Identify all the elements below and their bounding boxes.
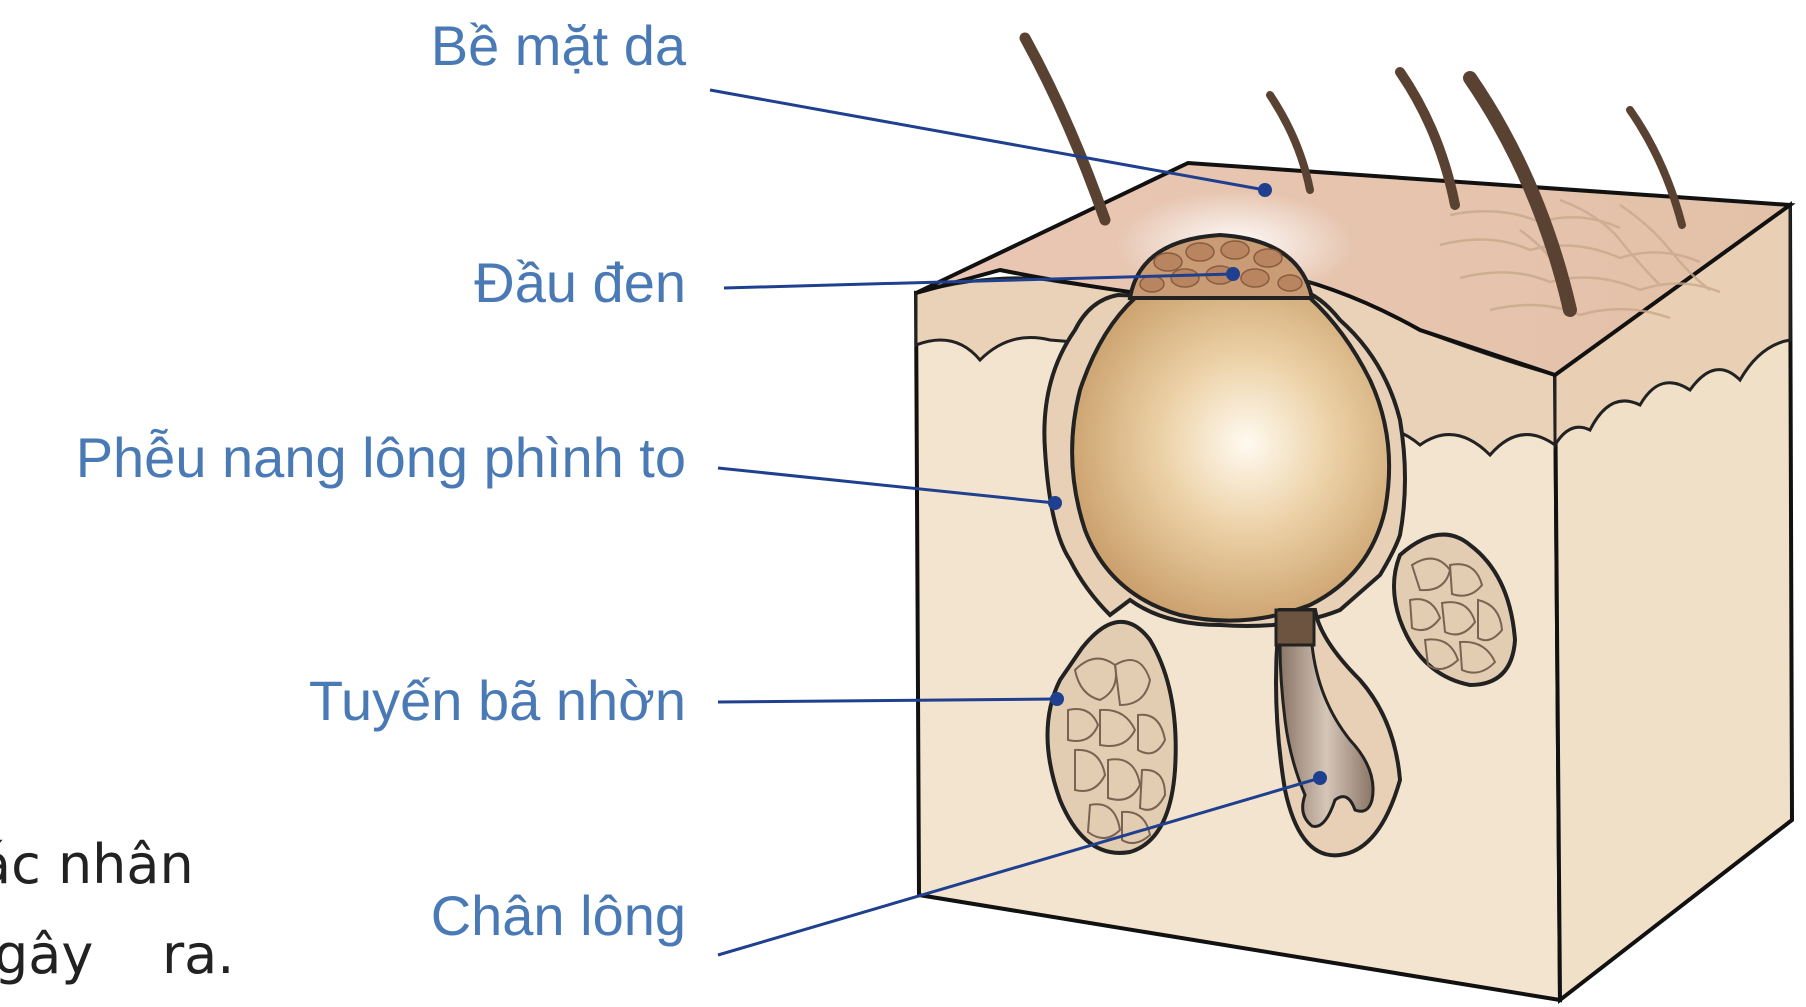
label-blackhead: Đầu đen [474,255,686,311]
body-text-line-2: gây ra. [0,928,234,982]
label-sebaceous-gland: Tuyến bã nhờn [309,673,686,729]
enlarged-follicle-funnel [1072,298,1389,621]
label-hair-root: Chân lông [431,888,686,944]
body-text-line-1: ác nhân [0,838,194,892]
label-enlarged-follicle-funnel: Phễu nang lông phình to [76,430,686,486]
label-skin-surface: Bề mặt da [431,18,686,74]
